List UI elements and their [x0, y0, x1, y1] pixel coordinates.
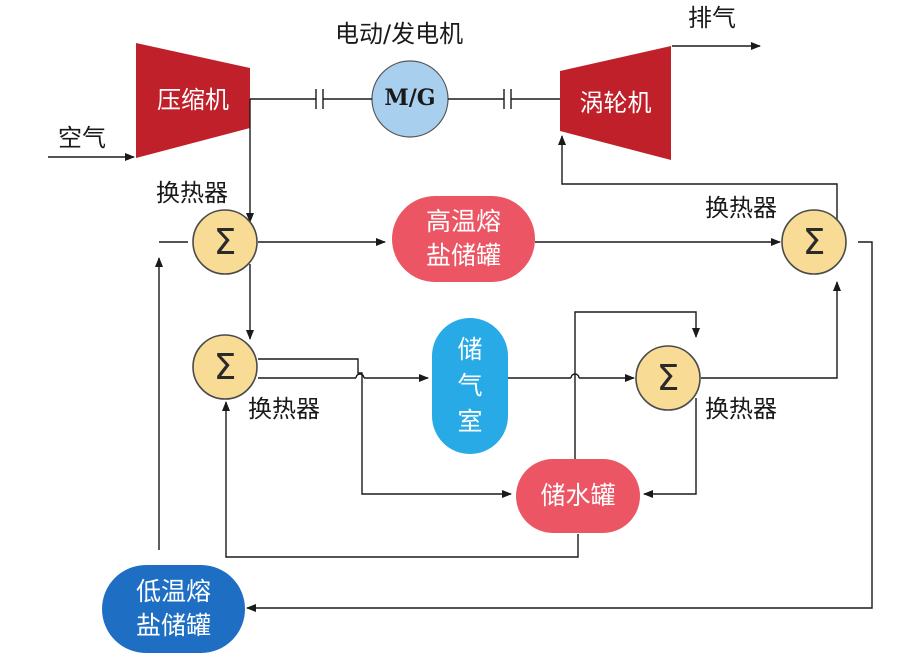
- compressor-shape: [136, 43, 250, 158]
- motor-generator-label: M/G: [384, 85, 436, 112]
- heat-exchanger-2-symbol: Σ: [213, 346, 237, 388]
- heat-exchanger-1-symbol: Σ: [213, 221, 237, 263]
- turbine-shape: [560, 46, 671, 160]
- heat-exchanger-3-shape: [635, 345, 701, 411]
- heat-exchanger-1-label: 换热器: [156, 179, 228, 207]
- low-temp-salt-tank-shape: [102, 565, 245, 653]
- heat-exchanger-2-label: 换热器: [248, 395, 320, 423]
- compressor-label: 压缩机: [157, 86, 229, 114]
- high-temp-salt-tank-label: 高温熔 盐储罐: [392, 196, 535, 282]
- air-chamber-char-3: 室: [457, 407, 483, 437]
- heat-exchanger-4-symbol: Σ: [802, 221, 826, 263]
- flow-lines: [48, 42, 873, 612]
- air-chamber-label: 储 气 室: [432, 318, 508, 454]
- heat-exchanger-4-label: 换热器: [705, 194, 777, 222]
- exhaust-label: 排气: [688, 4, 736, 32]
- heat-exchanger-2-shape: [192, 334, 258, 400]
- high-temp-salt-tank-shape: [392, 196, 535, 282]
- high-temp-salt-tank-line-2: 盐储罐: [425, 241, 501, 270]
- water-tank-label: 储水罐: [540, 481, 616, 511]
- heat-exchanger-1-shape: [192, 209, 258, 275]
- shaft-lines: [250, 89, 560, 109]
- air-label: 空气: [58, 124, 106, 152]
- turbine-label: 涡轮机: [579, 89, 652, 117]
- air-chamber-shape: [432, 318, 508, 454]
- air-chamber-char-2: 气: [457, 370, 483, 400]
- high-temp-salt-tank-line-1: 高温熔: [425, 207, 501, 237]
- heat-exchanger-3-symbol: Σ: [656, 357, 680, 399]
- motor-generator-title: 电动/发电机: [335, 20, 464, 48]
- heat-exchanger-3-label: 换热器: [705, 395, 777, 423]
- water-tank-shape: [516, 459, 640, 533]
- heat-exchanger-4-shape: [781, 209, 847, 275]
- low-temp-salt-tank-line-2: 盐储罐: [135, 611, 211, 640]
- air-chamber-char-1: 储: [457, 334, 483, 364]
- low-temp-salt-tank-line-1: 低温熔: [135, 577, 211, 607]
- low-temp-salt-tank-label: 低温熔 盐储罐: [102, 565, 245, 653]
